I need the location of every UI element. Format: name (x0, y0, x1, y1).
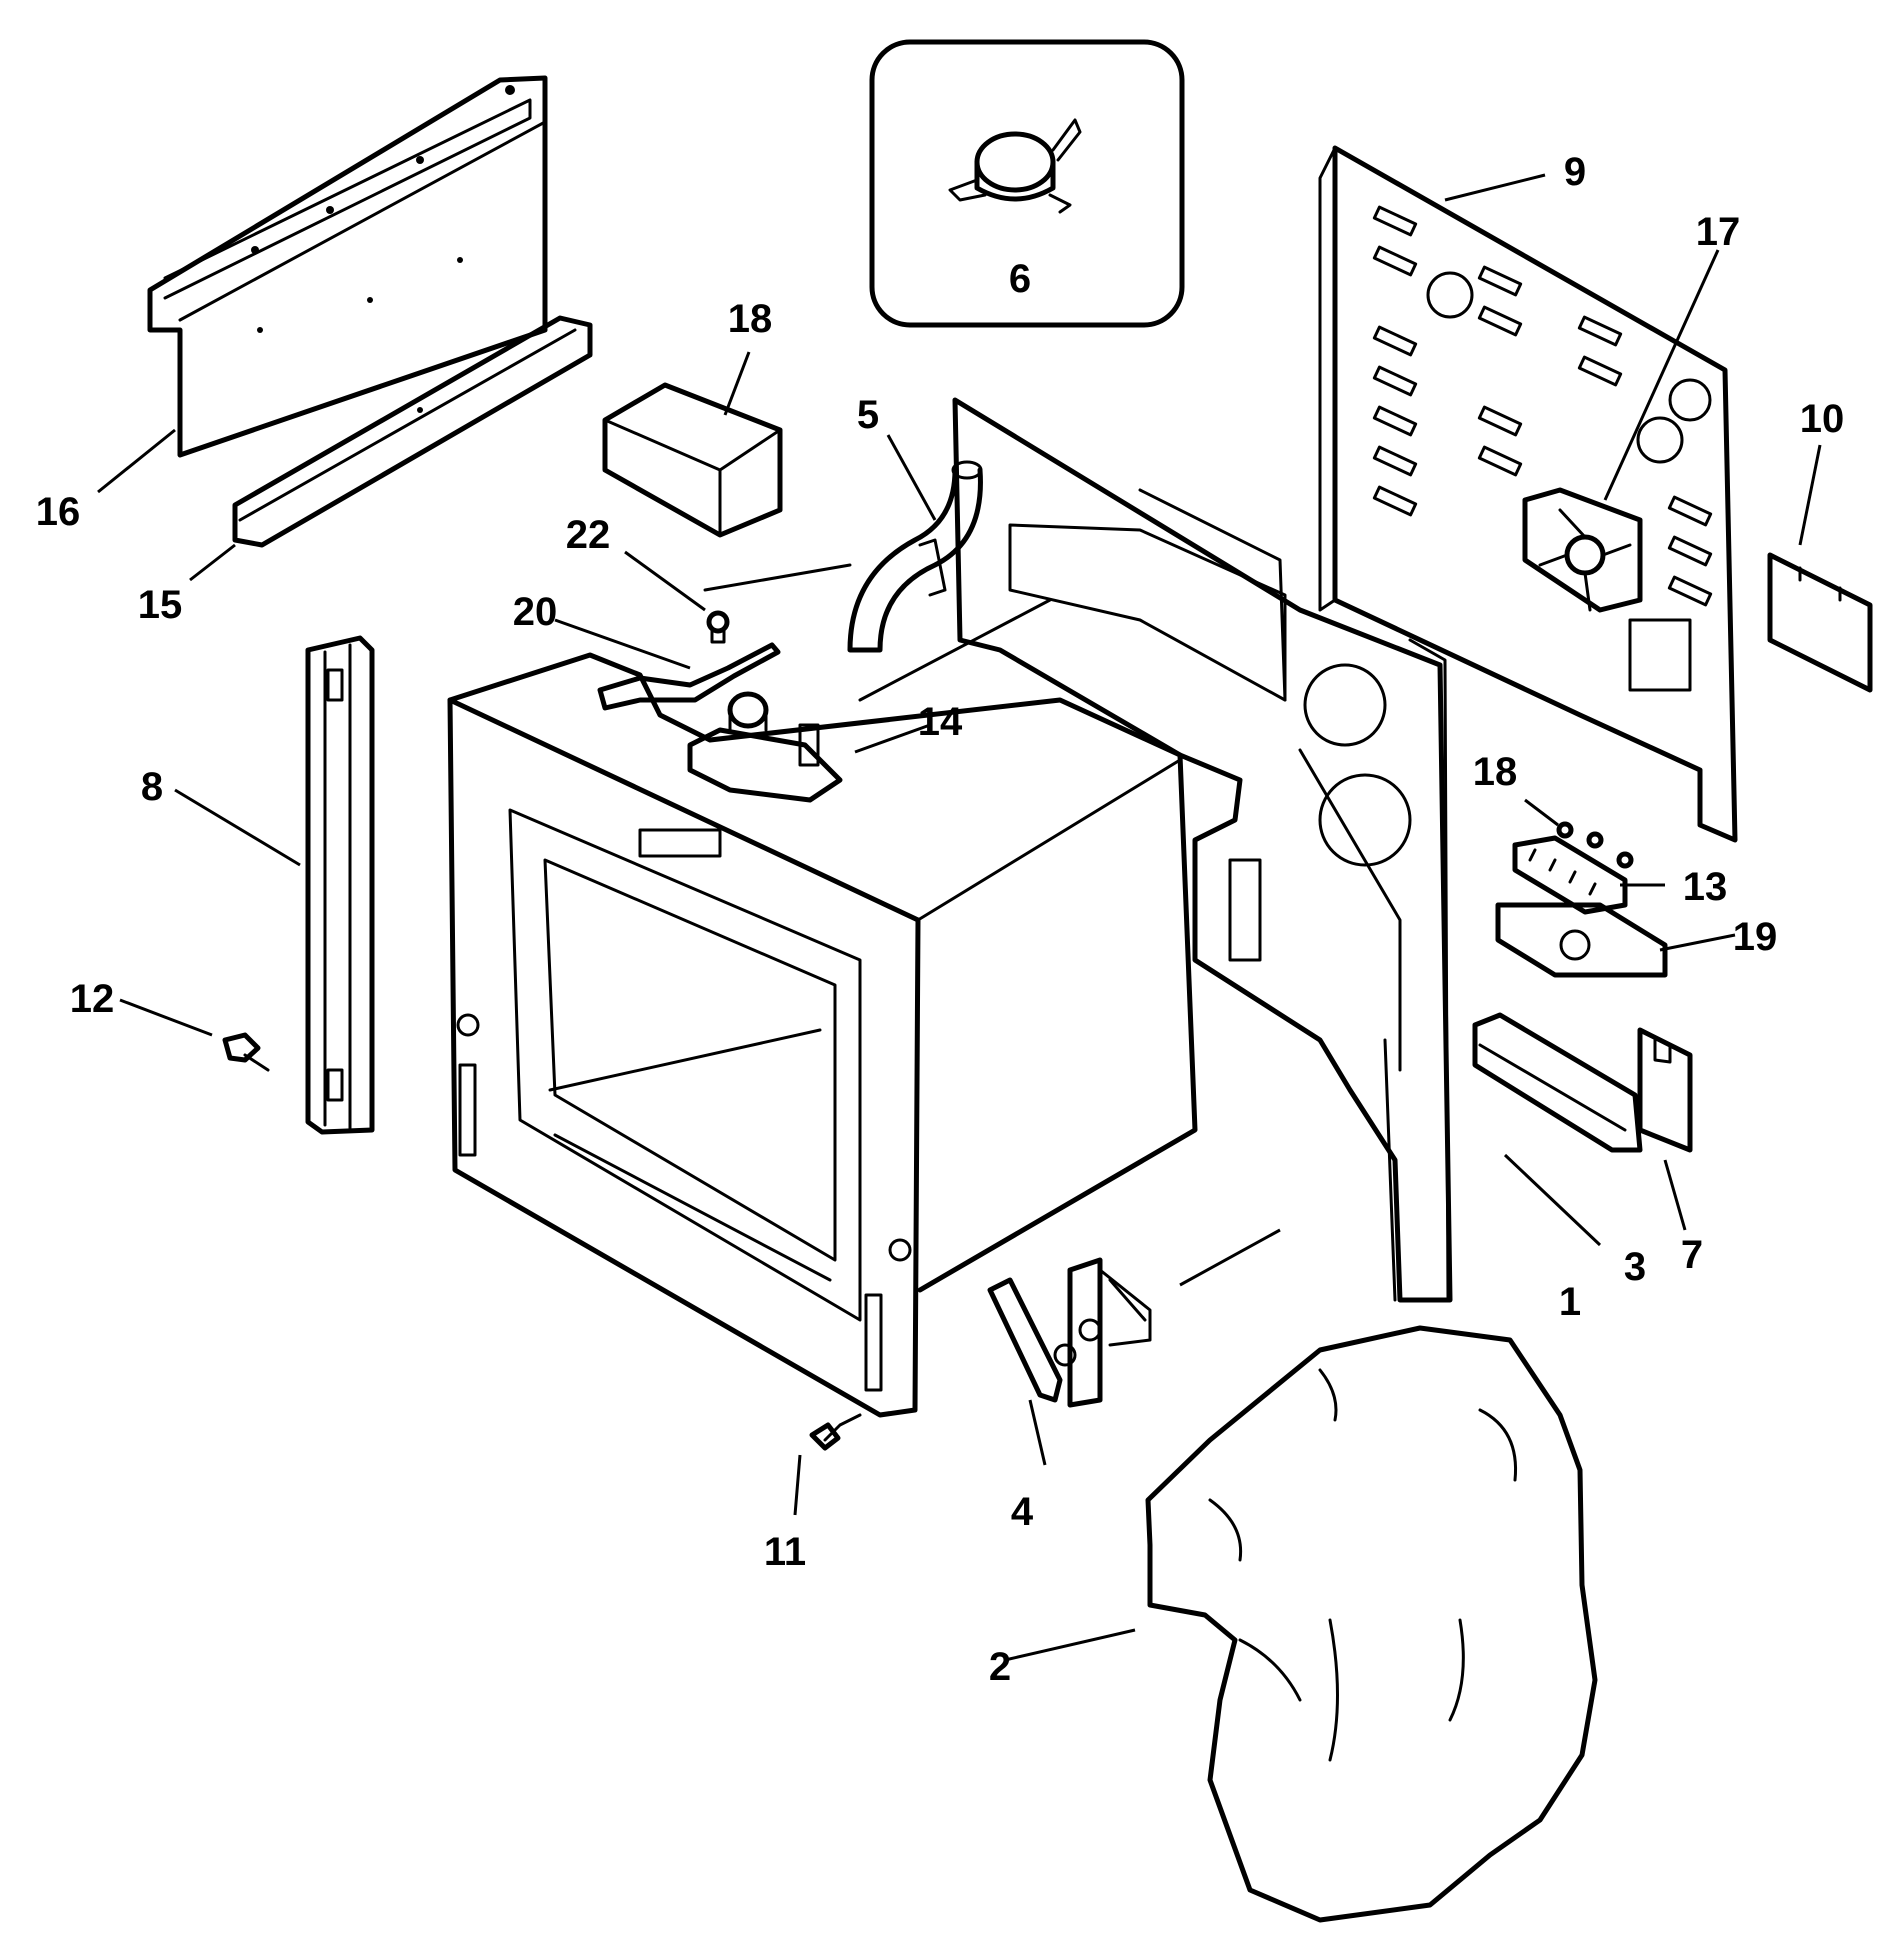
callout-10: 10 (1800, 397, 1845, 441)
callout-4: 4 (1011, 1490, 1034, 1534)
leader-18-top (723, 351, 751, 416)
leader-2 (1004, 1628, 1136, 1662)
callout-3: 3 (1624, 1245, 1646, 1289)
leader-1 (1179, 1228, 1281, 1287)
leader-14 (854, 723, 931, 754)
part-17-fan (1522, 487, 1643, 613)
part-13-terminal-block (1512, 835, 1628, 915)
callout-labels: 1 2 3 4 5 6 7 8 9 10 11 12 13 14 15 16 1… (36, 150, 1845, 1689)
callout-9: 9 (1564, 150, 1586, 194)
leader-5 (886, 434, 937, 521)
callout-17: 17 (1696, 210, 1741, 254)
callout-20: 20 (513, 590, 558, 634)
callout-6: 6 (1009, 257, 1031, 301)
callout-11: 11 (764, 1530, 806, 1574)
leader-7 (1663, 1159, 1687, 1231)
part-7-plate (1637, 1027, 1693, 1153)
callout-22: 22 (566, 513, 611, 557)
part-8-side-rail (305, 635, 375, 1135)
part-12-screw (222, 1032, 270, 1072)
callout-14: 14 (918, 700, 963, 744)
leader-10 (1798, 444, 1822, 546)
part-20-bracket (597, 642, 781, 711)
leader-12 (119, 998, 213, 1037)
part-1-frame (952, 397, 1453, 1303)
part-16-top-panel (147, 75, 548, 458)
leader-22 (624, 550, 706, 612)
callout-16: 16 (36, 490, 81, 534)
callout-18-top: 18 (728, 297, 773, 341)
part-6-inset (869, 39, 1185, 328)
part-22-screw (706, 610, 730, 644)
part-18-box (602, 382, 783, 538)
part-9-back-panel (1318, 145, 1738, 843)
part-2-insulation (1145, 1325, 1598, 1923)
callout-2: 2 (989, 1645, 1011, 1689)
leader-4 (1028, 1399, 1047, 1466)
part-18-nut (1556, 821, 1634, 869)
leader-17 (1603, 249, 1720, 501)
leader-16 (97, 428, 176, 494)
oven-cavity (447, 563, 1198, 1418)
leader-15 (189, 543, 236, 582)
leader-20 (554, 618, 691, 670)
leader-9 (1444, 173, 1546, 202)
leader-19 (1659, 933, 1736, 952)
part-14-switch (687, 691, 843, 803)
leader-18-right (1524, 798, 1559, 827)
leader-8 (174, 788, 301, 867)
callout-15: 15 (138, 583, 183, 627)
part-10-plate (1767, 552, 1873, 693)
leader-11 (793, 1454, 802, 1516)
callout-8: 8 (141, 765, 163, 809)
leader-lines (97, 173, 1822, 1662)
part-15-angle-bracket (232, 315, 593, 548)
part-11-screw (809, 1413, 862, 1451)
callout-1: 1 (1559, 1280, 1581, 1324)
callout-13: 13 (1683, 865, 1728, 909)
part-4-hinge (987, 1257, 1152, 1408)
part-19-plate (1495, 902, 1668, 978)
callout-7: 7 (1681, 1233, 1703, 1277)
vent-slots (1372, 205, 1713, 607)
part-3-bracket (1472, 1012, 1643, 1153)
leader-3 (1503, 1153, 1602, 1247)
callout-18-right: 18 (1473, 750, 1518, 794)
callout-19: 19 (1733, 915, 1778, 959)
callout-5: 5 (857, 393, 879, 437)
callout-12: 12 (70, 977, 115, 1021)
